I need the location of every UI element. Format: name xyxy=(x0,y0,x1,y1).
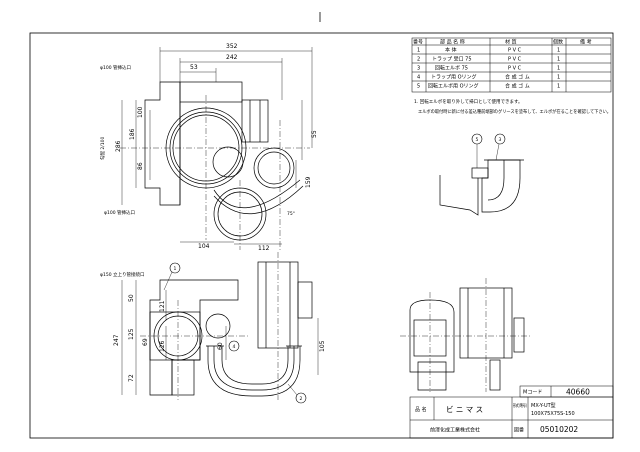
dim-125: 125 xyxy=(128,328,135,340)
table-cell-no: 5 xyxy=(417,84,420,90)
table-cell-name: 回転エルボ用 Oリング xyxy=(428,83,479,90)
label-phi150: φ150 立上り管接続口 xyxy=(100,271,145,278)
label-slope: 勾配 2/100 xyxy=(99,136,106,160)
drawing-no-value: 05010202 xyxy=(540,425,578,434)
mcode-label: Mコード xyxy=(523,390,542,396)
plan-view-centerlines xyxy=(120,95,310,250)
dim-69: 69 xyxy=(142,338,149,346)
sheet-border xyxy=(29,32,614,439)
table-cell-material: P V C xyxy=(508,66,522,72)
table-row: 3 回転エルボ 75 P V C 1 xyxy=(417,65,560,72)
dim-352: 352 xyxy=(226,43,238,50)
table-cell-qty: 1 xyxy=(557,84,560,90)
dim-72: 72 xyxy=(128,374,135,382)
table-cell-name: トラップ用 Oリング xyxy=(431,74,477,81)
callout-2: 2 xyxy=(287,383,307,404)
table-header-name: 部 品 名 称 xyxy=(440,39,465,46)
callout-1-label: 1 xyxy=(174,266,177,272)
callout-1: 1 xyxy=(163,262,181,291)
plan-view-dimension-lines xyxy=(121,47,313,245)
front-view xyxy=(409,287,525,391)
note-line-2: エルボの取付時に新に付る差込種前端部のグリースを塗布して、エルボが在ることを確認… xyxy=(418,108,611,115)
table-row: 5 回転エルボ用 Oリング 合 成 ゴ ム 1 xyxy=(417,83,560,90)
table-cell-no: 3 xyxy=(417,66,420,72)
callout-5: 5 xyxy=(471,133,483,168)
callout-3: 3 xyxy=(494,133,506,161)
table-cell-no: 1 xyxy=(417,48,420,54)
table-cell-material: P V C xyxy=(508,48,522,54)
table-cell-material: 合 成 ゴ ム xyxy=(505,74,530,81)
dim-105: 105 xyxy=(319,340,326,352)
table-cell-material: P V C xyxy=(508,57,522,63)
dim-121: 121 xyxy=(159,300,166,312)
callout-4-label: 4 xyxy=(233,344,236,350)
table-cell-name: トラップ 受口 75 xyxy=(432,56,472,63)
drawing-no-label: 図番 xyxy=(514,427,524,434)
dim-186: 186 xyxy=(129,128,136,140)
dim-86: 86 xyxy=(137,162,144,170)
table-row: 1 本 体 P V C 1 xyxy=(417,47,560,54)
dim-50: 50 xyxy=(128,294,135,302)
dim-159: 159 xyxy=(305,176,312,188)
side-view-dimension-lines xyxy=(121,280,319,395)
dim-286: 286 xyxy=(115,140,122,152)
side-view-centerlines xyxy=(140,252,279,400)
dim-247: 247 xyxy=(113,334,120,346)
dim-112: 112 xyxy=(258,245,270,252)
plan-view xyxy=(144,81,304,241)
dim-75deg: 75° xyxy=(287,211,295,217)
table-header-material: 材 質 xyxy=(505,39,517,46)
dim-242: 242 xyxy=(226,54,238,61)
callout-3-label: 3 xyxy=(499,137,502,143)
product-name: ビ ニ マ ス xyxy=(446,405,483,414)
mcode-value: 40660 xyxy=(566,388,590,397)
model-line-2: 100X75X75S-150 xyxy=(531,411,575,417)
dim-60: 60 xyxy=(217,342,224,350)
dim-104: 104 xyxy=(198,243,210,250)
callout-4: 4 xyxy=(228,340,240,352)
label-phi100-top: φ100 管挿込口 xyxy=(100,64,131,71)
table-row: 4 トラップ用 Oリング 合 成 ゴ ム 1 xyxy=(417,74,560,81)
table-header-no: 番号 xyxy=(413,39,423,46)
parts-table xyxy=(411,37,612,93)
dim-55: 55 xyxy=(311,130,318,138)
table-cell-name: 本 体 xyxy=(445,47,457,54)
table-cell-name: 回転エルボ 75 xyxy=(435,65,468,72)
name-label: 品 名 xyxy=(415,406,427,413)
table-row: 2 トラップ 受口 75 P V C 1 xyxy=(417,56,560,63)
detail-view xyxy=(439,159,524,216)
table-cell-qty: 1 xyxy=(557,57,560,63)
model-label: 形式(略号) xyxy=(513,402,527,409)
table-cell-no: 2 xyxy=(417,57,420,63)
title-block xyxy=(409,385,614,439)
company-name: 前澤化成工業株式会社 xyxy=(430,427,480,434)
side-view xyxy=(149,261,313,397)
table-header-remarks: 備 考 xyxy=(580,39,592,46)
front-view-centerlines xyxy=(400,278,532,392)
note-line-1: 1. 回転エルボを取り外して掃口として使用できます。 xyxy=(414,98,523,105)
table-cell-qty: 1 xyxy=(557,75,560,81)
table-cell-no: 4 xyxy=(417,75,420,81)
table-cell-qty: 1 xyxy=(557,66,560,72)
table-cell-material: 合 成 ゴ ム xyxy=(505,83,530,90)
dim-53: 53 xyxy=(190,64,198,71)
dim-126: 126 xyxy=(159,340,166,352)
callout-5-label: 5 xyxy=(476,137,479,143)
callout-2-label: 2 xyxy=(300,396,303,402)
model-line-1: MX-Y-UT型 xyxy=(531,402,556,409)
dim-100: 100 xyxy=(137,106,144,118)
label-phi100-bottom: φ100 管挿込口 xyxy=(104,209,135,216)
table-cell-qty: 1 xyxy=(557,48,560,54)
table-header-qty: 個数 xyxy=(553,39,563,46)
